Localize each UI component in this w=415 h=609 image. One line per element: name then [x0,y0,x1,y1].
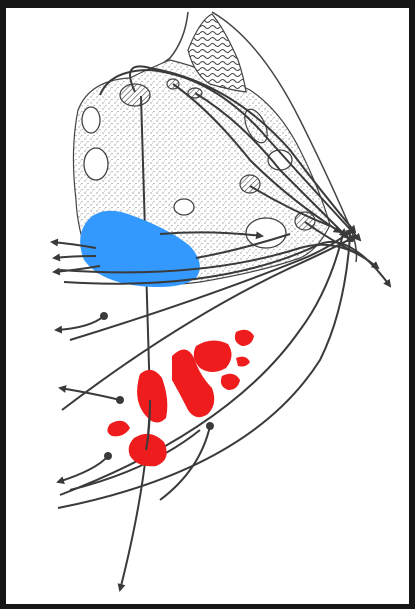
opening-3 [174,199,194,215]
red-region-top [194,340,232,372]
node-dot-icon [100,312,108,320]
red-region-left [137,370,167,423]
red-region-small-3 [236,357,250,367]
red-region-left-small [107,421,130,437]
feeder-lines [56,316,210,500]
red-region-small-1 [235,330,254,346]
red-region-small-2 [221,374,240,390]
node-dot-icon [104,452,112,460]
opening-2 [82,107,100,133]
node-dot-icon [206,422,214,430]
opening-5 [246,218,286,248]
opening-1 [84,148,108,180]
node-dot-icon [116,396,124,404]
red-regions [107,330,254,467]
opening-6 [120,84,150,106]
